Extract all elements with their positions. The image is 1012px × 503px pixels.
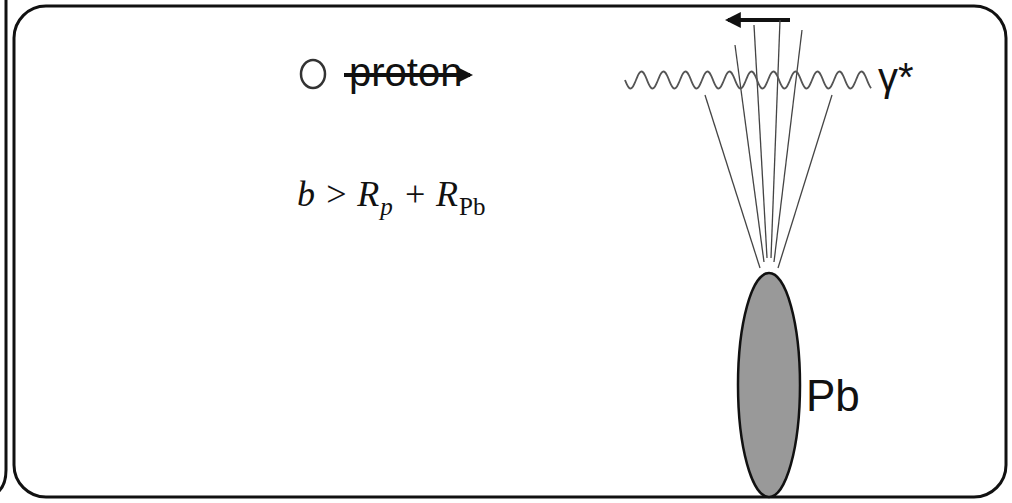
panel-border — [14, 6, 1006, 497]
lead-nucleus — [738, 273, 800, 497]
formula-term: b > R — [297, 174, 379, 214]
photon-flux-lines — [705, 20, 832, 268]
formula-subscript: p — [380, 193, 393, 220]
virtual-photon-wave — [625, 71, 871, 88]
particle-label: proton — [349, 52, 462, 92]
impact-parameter-condition: b > Rp+ RPb — [296, 176, 486, 212]
nucleus-direction-arrow — [728, 18, 790, 22]
photon-label: γ* — [878, 57, 914, 97]
nucleus-label: Pb — [806, 374, 860, 418]
neighbour-panel-border — [0, 0, 6, 497]
formula-subscript: Pb — [459, 193, 485, 220]
formula-term: + R — [403, 174, 458, 214]
proton-symbol — [301, 60, 325, 88]
